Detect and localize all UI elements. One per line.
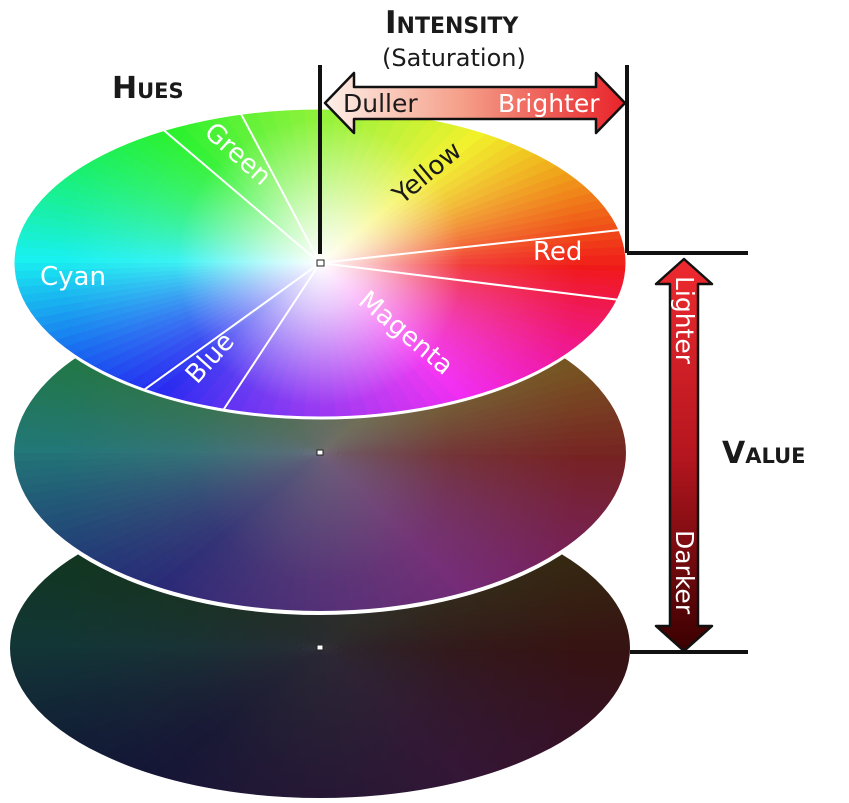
darker-label: Darker [670, 530, 699, 615]
saturation-subheading: (Saturation) [382, 44, 526, 72]
hue-label-cyan: Cyan [40, 262, 106, 292]
value-heading-text: Value [722, 436, 806, 471]
lighter-label: Lighter [670, 276, 699, 365]
hues-heading: Hues [112, 71, 184, 106]
top-hue-disc: Green Yellow Red Cyan Blue Magenta [11, 106, 629, 420]
intensity-arrow: Duller Brighter [323, 71, 627, 135]
hue-label-red: Red [533, 237, 582, 267]
hue-dividers [129, 111, 621, 416]
guide-lines [318, 65, 748, 654]
intensity-heading: Intensity [385, 5, 519, 41]
value-arrow: Lighter Darker [654, 257, 714, 653]
hues-heading-text: Hues [112, 71, 184, 106]
intensity-heading-text: Intensity [385, 5, 519, 41]
value-heading: Value [722, 436, 806, 471]
middle-disc [10, 291, 630, 615]
duller-label: Duller [343, 89, 418, 118]
brighter-label: Brighter [498, 89, 600, 118]
